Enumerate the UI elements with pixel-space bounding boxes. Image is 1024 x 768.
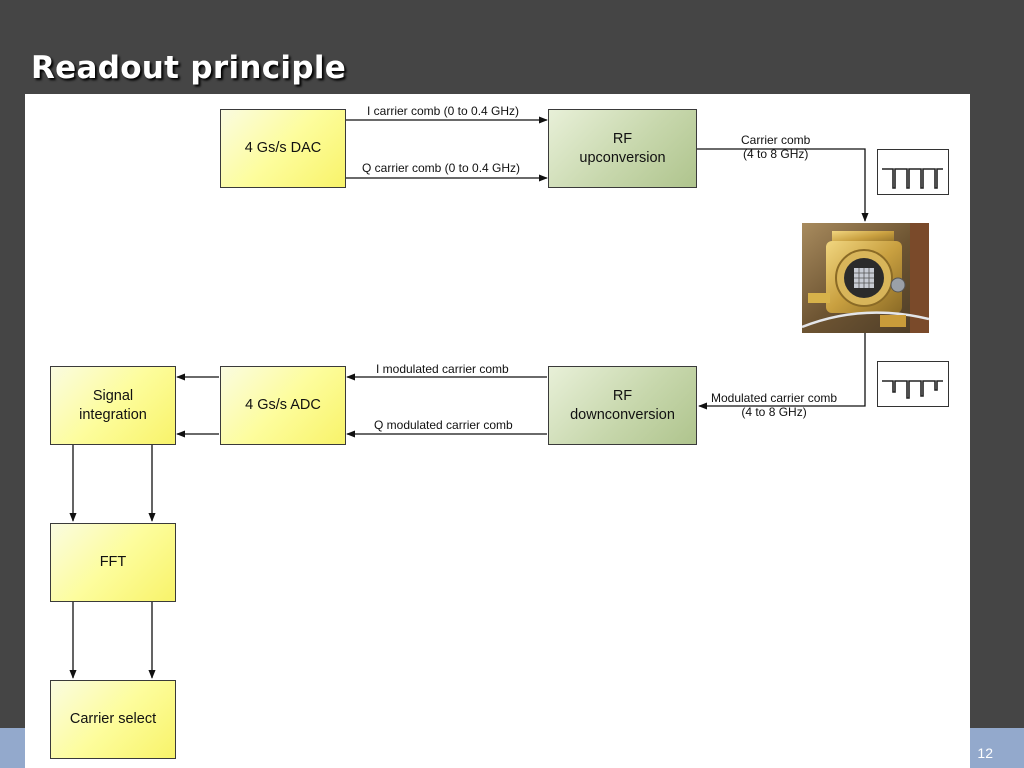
page-number: 12 [977,745,993,761]
signal-integration-box: Signal integration [50,366,176,445]
i-modulated-label: I modulated carrier comb [376,362,509,376]
modulated-comb-label: Modulated carrier comb (4 to 8 GHz) [711,391,838,420]
carrier-comb-label: Carrier comb (4 to 8 GHz) [741,133,811,162]
arrow-modulated-comb [698,333,866,410]
q-modulated-label: Q modulated carrier comb [374,418,513,432]
rf-upconversion-box: RF upconversion [548,109,697,188]
carrier-select-box: Carrier select [50,680,176,759]
detector-array-photo [802,223,929,333]
dac-box: 4 Gs/s DAC [220,109,346,188]
connector-lines [69,116,869,679]
slide-title: Readout principle [31,50,347,86]
adc-box: 4 Gs/s ADC [220,366,346,445]
rf-downconversion-box: RF downconversion [548,366,697,445]
i-carrier-label: I carrier comb (0 to 0.4 GHz) [367,104,520,118]
carrier-comb-waveform-icon [877,149,949,195]
fft-box: FFT [50,523,176,602]
modulated-comb-waveform-icon [877,361,949,407]
diagram-panel: 4 Gs/s DAC RF upconversion 4 Gs/s ADC RF… [25,94,970,768]
q-carrier-label: Q carrier comb (0 to 0.4 GHz) [362,161,521,175]
arrow-carrier-comb [696,148,869,222]
